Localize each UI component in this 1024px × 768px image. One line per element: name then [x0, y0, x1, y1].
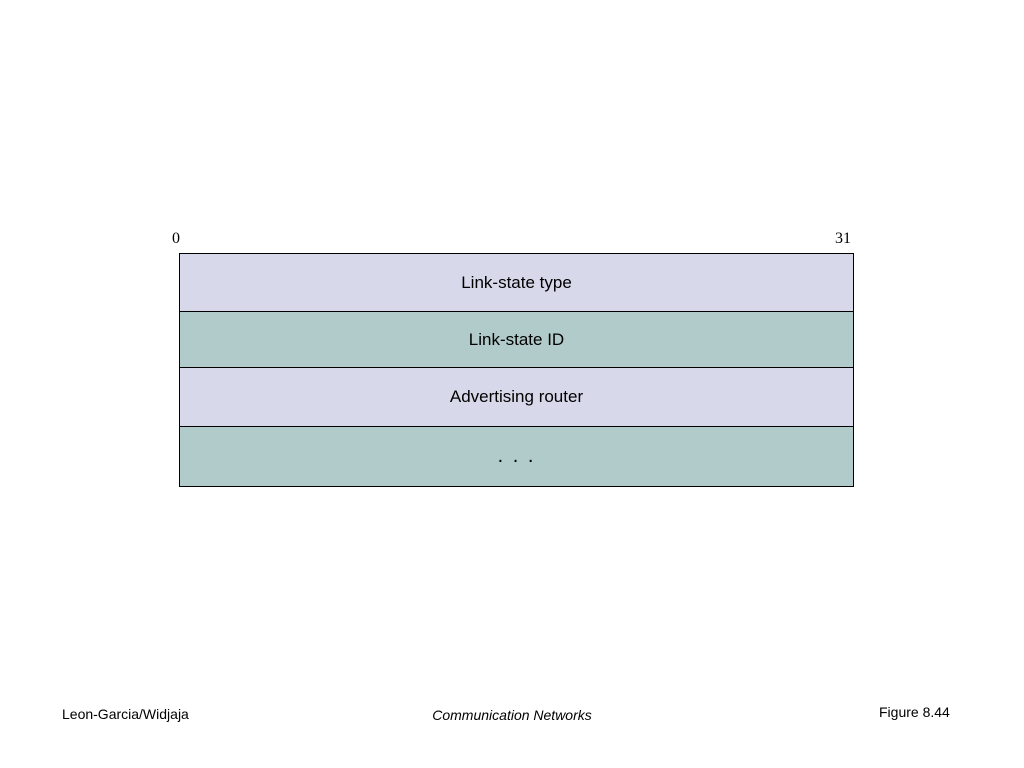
field-label: Advertising router [449, 387, 584, 406]
field-advertising-router: Advertising router [180, 368, 853, 427]
footer-book-title: Communication Networks [432, 707, 592, 723]
field-link-state-id: Link-state ID [180, 312, 853, 368]
field-link-state-type: Link-state type [180, 254, 853, 312]
field-ellipsis: . . . [180, 427, 853, 486]
footer-authors: Leon-Garcia/Widjaja [62, 706, 189, 722]
field-label: Link-state ID [468, 329, 565, 349]
lsa-header-diagram: Link-state type Link-state ID Advertisin… [179, 253, 854, 487]
bit-label-end: 31 [835, 230, 851, 247]
field-label: . . . [497, 445, 536, 467]
footer-figure-number: Figure 8.44 [879, 704, 950, 720]
bit-label-start: 0 [172, 230, 180, 247]
field-label: Link-state type [461, 272, 572, 292]
